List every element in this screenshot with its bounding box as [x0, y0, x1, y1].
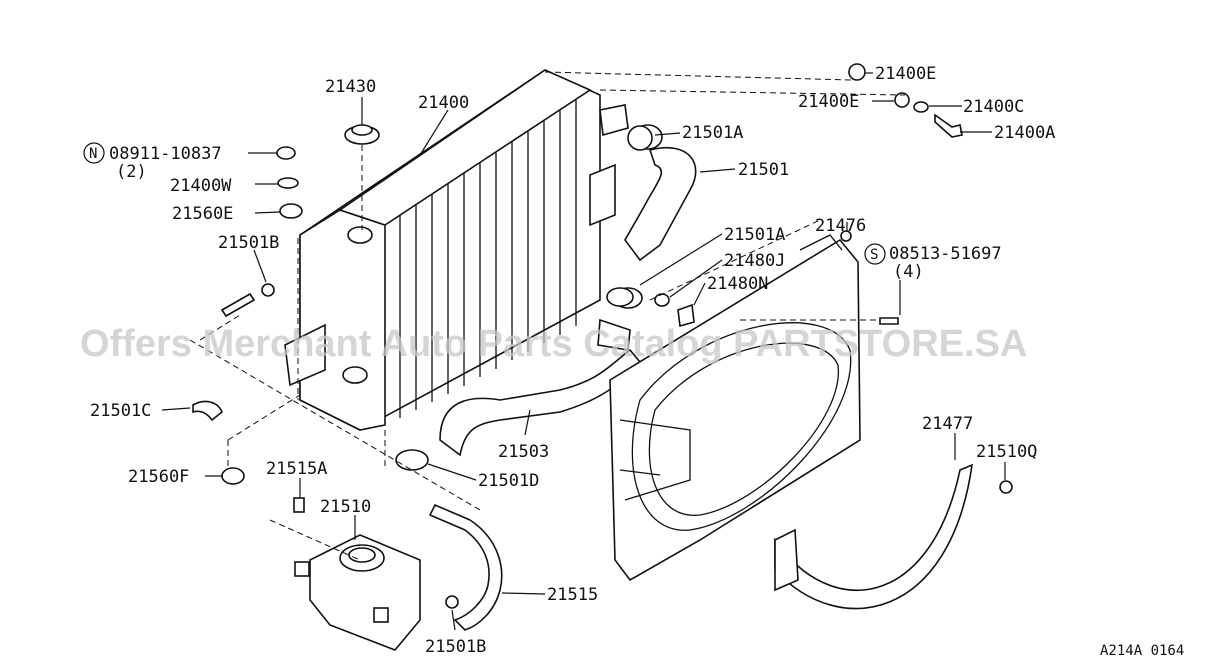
lower-shroud[interactable] — [774, 463, 973, 610]
label-21430[interactable]: 21430 — [325, 77, 376, 97]
label-21515[interactable]: 21515 — [547, 585, 598, 605]
label-21400A[interactable]: 21400A — [994, 123, 1055, 143]
label-21400[interactable]: 21400 — [418, 93, 469, 113]
label-21400C[interactable]: 21400C — [963, 97, 1024, 117]
label-21510Q[interactable]: 21510Q — [976, 442, 1037, 462]
label-08911-qty: (2) — [116, 162, 147, 182]
label-21515A[interactable]: 21515A — [266, 459, 327, 479]
reference-lines — [189, 71, 906, 561]
hardware-parts — [192, 63, 1013, 609]
label-21501B-top[interactable]: 21501B — [218, 233, 279, 253]
label-08911-10837[interactable]: 08911-10837 — [109, 144, 222, 164]
screw-symbol-circle — [864, 243, 886, 265]
nut-symbol: N — [89, 146, 97, 162]
label-21477[interactable]: 21477 — [922, 414, 973, 434]
label-21510[interactable]: 21510 — [320, 497, 371, 517]
label-21501A-mid[interactable]: 21501A — [724, 225, 785, 245]
upper-hose[interactable] — [613, 124, 697, 309]
label-08513-51697[interactable]: 08513-51697 — [889, 244, 1002, 264]
lower-hose[interactable] — [395, 348, 642, 471]
watermark-text: Offers Merchant Auto Parts Catalog PARTS… — [80, 323, 1027, 365]
screw-symbol: S — [870, 247, 878, 263]
label-21503[interactable]: 21503 — [498, 442, 549, 462]
label-21480J[interactable]: 21480J — [724, 251, 785, 271]
reservoir-tank[interactable] — [294, 534, 421, 651]
radiator-core[interactable] — [284, 69, 631, 431]
leader-lines — [161, 72, 1006, 631]
label-21400E-top[interactable]: 21400E — [875, 64, 936, 84]
label-21400E-mid[interactable]: 21400E — [798, 92, 859, 112]
nut-symbol-circle — [83, 142, 105, 164]
label-21501C[interactable]: 21501C — [90, 401, 151, 421]
label-21501B-bottom[interactable]: 21501B — [425, 637, 486, 657]
label-21501[interactable]: 21501 — [738, 160, 789, 180]
label-21480N[interactable]: 21480N — [707, 274, 768, 294]
label-21400W[interactable]: 21400W — [170, 176, 232, 196]
label-21501D[interactable]: 21501D — [478, 471, 539, 491]
label-21560E[interactable]: 21560E — [172, 204, 233, 224]
overflow-hose[interactable] — [428, 503, 503, 631]
label-21476[interactable]: 21476 — [815, 216, 866, 236]
figure-code: A214A 0164 — [1100, 643, 1184, 659]
label-21501A-top[interactable]: 21501A — [682, 123, 743, 143]
label-08513-qty: (4) — [893, 262, 924, 282]
label-21560F[interactable]: 21560F — [128, 467, 189, 487]
fan-shroud[interactable] — [609, 234, 861, 582]
